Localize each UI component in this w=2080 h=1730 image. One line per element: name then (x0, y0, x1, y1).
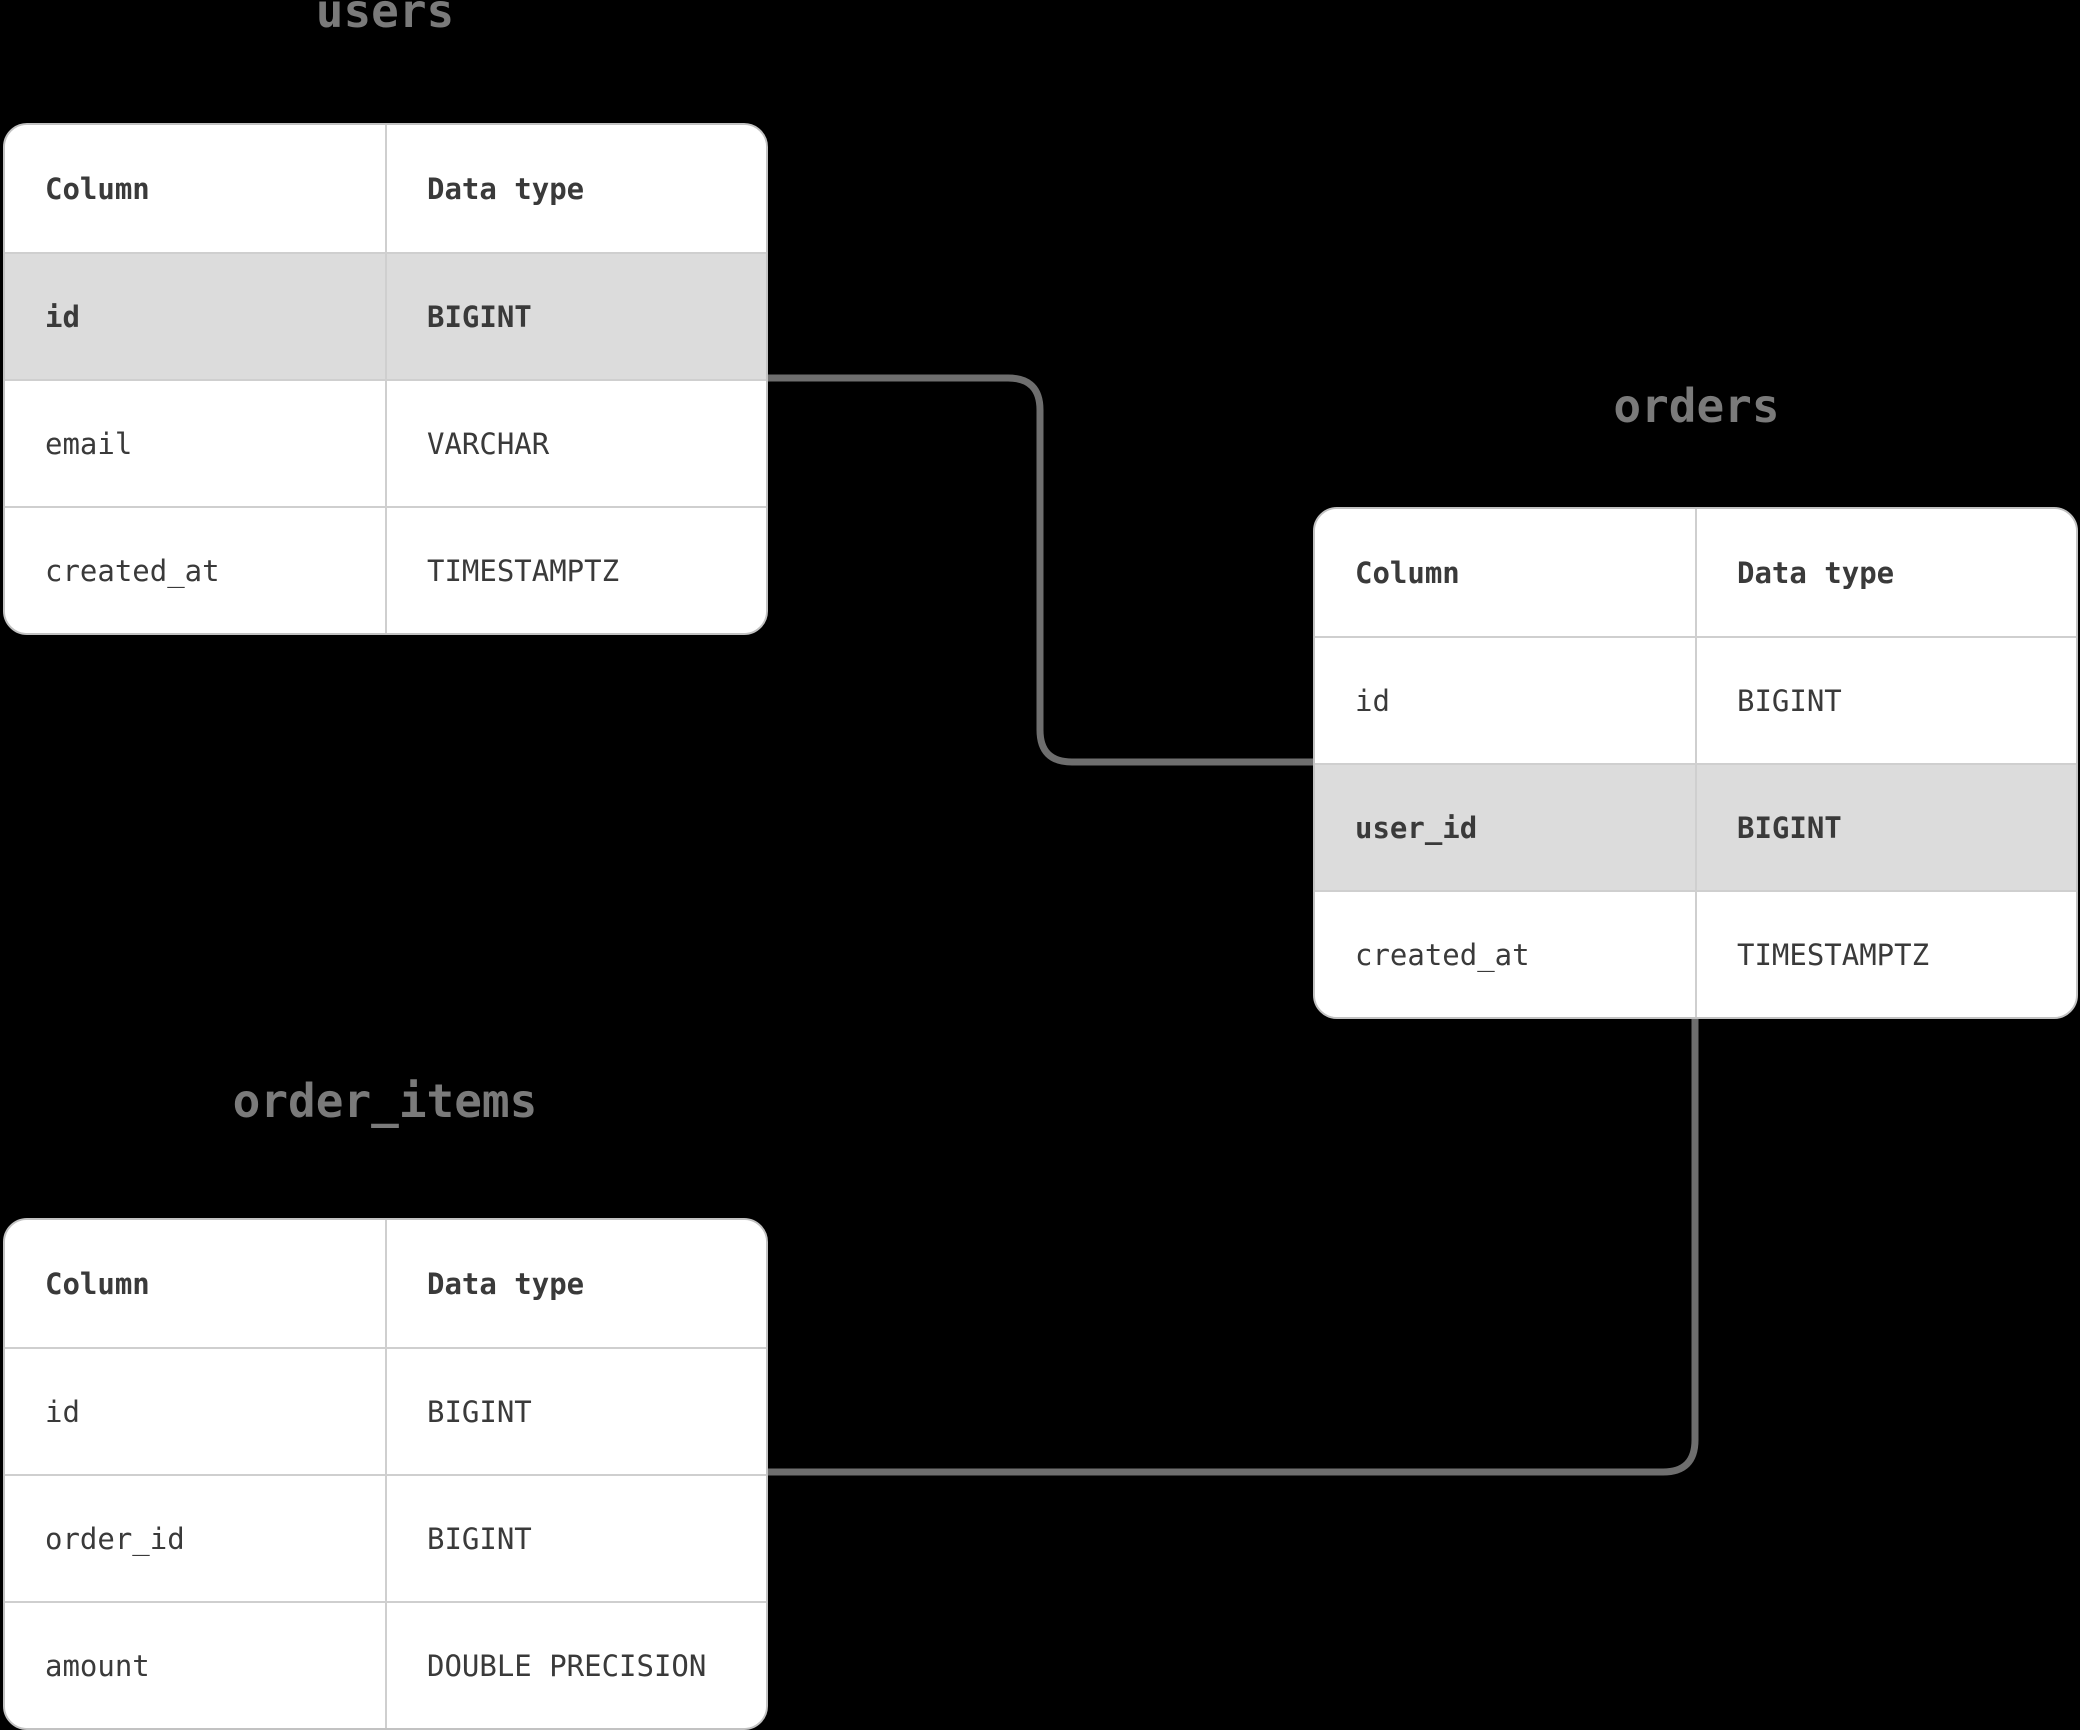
table-row: id BIGINT (1315, 636, 2076, 763)
column-name-cell: id (45, 1394, 80, 1429)
table-row: id BIGINT (5, 1347, 766, 1474)
column-name-cell: user_id (1355, 810, 1478, 845)
data-type-cell: BIGINT (385, 254, 766, 379)
data-type-cell: TIMESTAMPTZ (1695, 892, 2076, 1017)
data-type-cell: VARCHAR (385, 381, 766, 506)
data-type-cell: BIGINT (385, 1349, 766, 1474)
table-row: created_at TIMESTAMPTZ (5, 506, 766, 633)
data-type-header: Data type (385, 125, 766, 252)
table-title-users: users (315, 0, 455, 38)
data-type-header: Data type (1695, 509, 2076, 636)
column-name-cell: id (1355, 683, 1390, 718)
data-type-cell: TIMESTAMPTZ (385, 508, 766, 633)
table-row: order_id BIGINT (5, 1474, 766, 1601)
table-header-row: Column Data type (5, 125, 766, 252)
table-row: email VARCHAR (5, 379, 766, 506)
table-row: user_id BIGINT (1315, 763, 2076, 890)
connector-orders-order-items (767, 1013, 1699, 1476)
table-orders[interactable]: Column Data type id BIGINT user_id BIGIN… (1313, 507, 2078, 1019)
column-header: Column (45, 171, 150, 206)
data-type-cell: DOUBLE PRECISION (385, 1603, 766, 1728)
column-name-cell: created_at (45, 553, 220, 588)
column-name-cell: email (45, 426, 133, 461)
data-type-cell: BIGINT (385, 1476, 766, 1601)
column-name-cell: amount (45, 1648, 150, 1683)
table-users[interactable]: Column Data type id BIGINT email VARCHAR… (3, 123, 768, 635)
table-row: id BIGINT (5, 252, 766, 379)
table-header-row: Column Data type (1315, 509, 2076, 636)
table-title-order-items: order_items (232, 1074, 538, 1128)
column-name-cell: id (45, 299, 80, 334)
table-header-row: Column Data type (5, 1220, 766, 1347)
table-row: created_at TIMESTAMPTZ (1315, 890, 2076, 1017)
column-name-cell: order_id (45, 1521, 185, 1556)
column-header: Column (45, 1266, 150, 1301)
column-name-cell: created_at (1355, 937, 1530, 972)
table-row: amount DOUBLE PRECISION (5, 1601, 766, 1728)
data-type-header: Data type (385, 1220, 766, 1347)
data-type-cell: BIGINT (1695, 765, 2076, 890)
data-type-cell: BIGINT (1695, 638, 2076, 763)
column-header: Column (1355, 555, 1460, 590)
connector-users-orders (767, 374, 1313, 766)
table-title-orders: orders (1613, 379, 1780, 433)
table-order-items[interactable]: Column Data type id BIGINT order_id BIGI… (3, 1218, 768, 1730)
